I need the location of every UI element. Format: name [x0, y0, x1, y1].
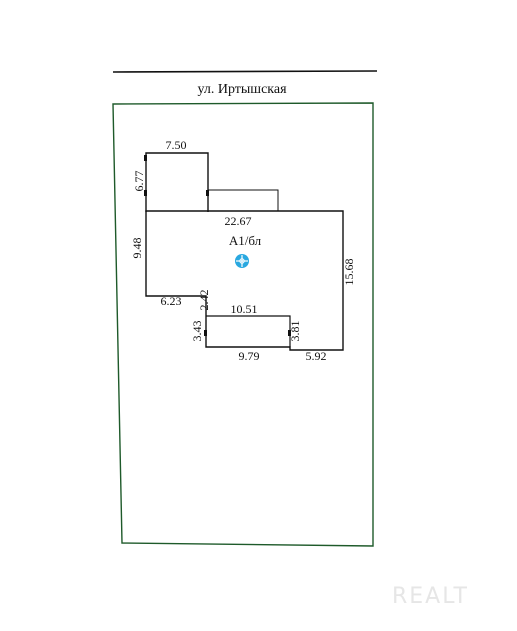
- watermark-text: REALT: [392, 584, 469, 609]
- plot-boundary: [112, 102, 374, 547]
- building-label: А1/бл: [229, 233, 262, 248]
- dim-bottom-width: 9.79: [239, 349, 260, 363]
- dim-step-height: 2.42: [197, 290, 211, 311]
- dim-step-width: 6.23: [161, 294, 182, 308]
- corner-tick: [288, 330, 291, 336]
- corner-tick: [144, 155, 147, 161]
- dim-main-top-width: 22.67: [225, 214, 252, 228]
- dim-bottom-left-height: 3.43: [190, 321, 204, 342]
- dim-top-annex-height: 6.77: [132, 171, 146, 192]
- street-label: ул. Иртышская: [197, 82, 287, 97]
- inner-notch-outline: [206, 315, 291, 347]
- location-marker-icon: [235, 254, 249, 268]
- corner-tick: [206, 190, 209, 196]
- dim-right-height: 15.68: [342, 259, 356, 286]
- dim-left-height: 9.48: [130, 238, 144, 259]
- corner-tick: [144, 190, 147, 196]
- porch-outline: [208, 189, 279, 211]
- dim-top-annex-width: 7.50: [166, 138, 187, 152]
- street-line: [112, 70, 378, 73]
- watermark: REALT: [392, 584, 469, 609]
- dim-bottom-right-width: 5.92: [306, 349, 327, 363]
- dim-inner-right-height: 3.81: [288, 321, 302, 342]
- dim-inner-width: 10.51: [231, 302, 258, 316]
- top-annex-outline: [145, 152, 209, 212]
- corner-tick: [204, 330, 207, 336]
- main-building-outline: [145, 210, 344, 351]
